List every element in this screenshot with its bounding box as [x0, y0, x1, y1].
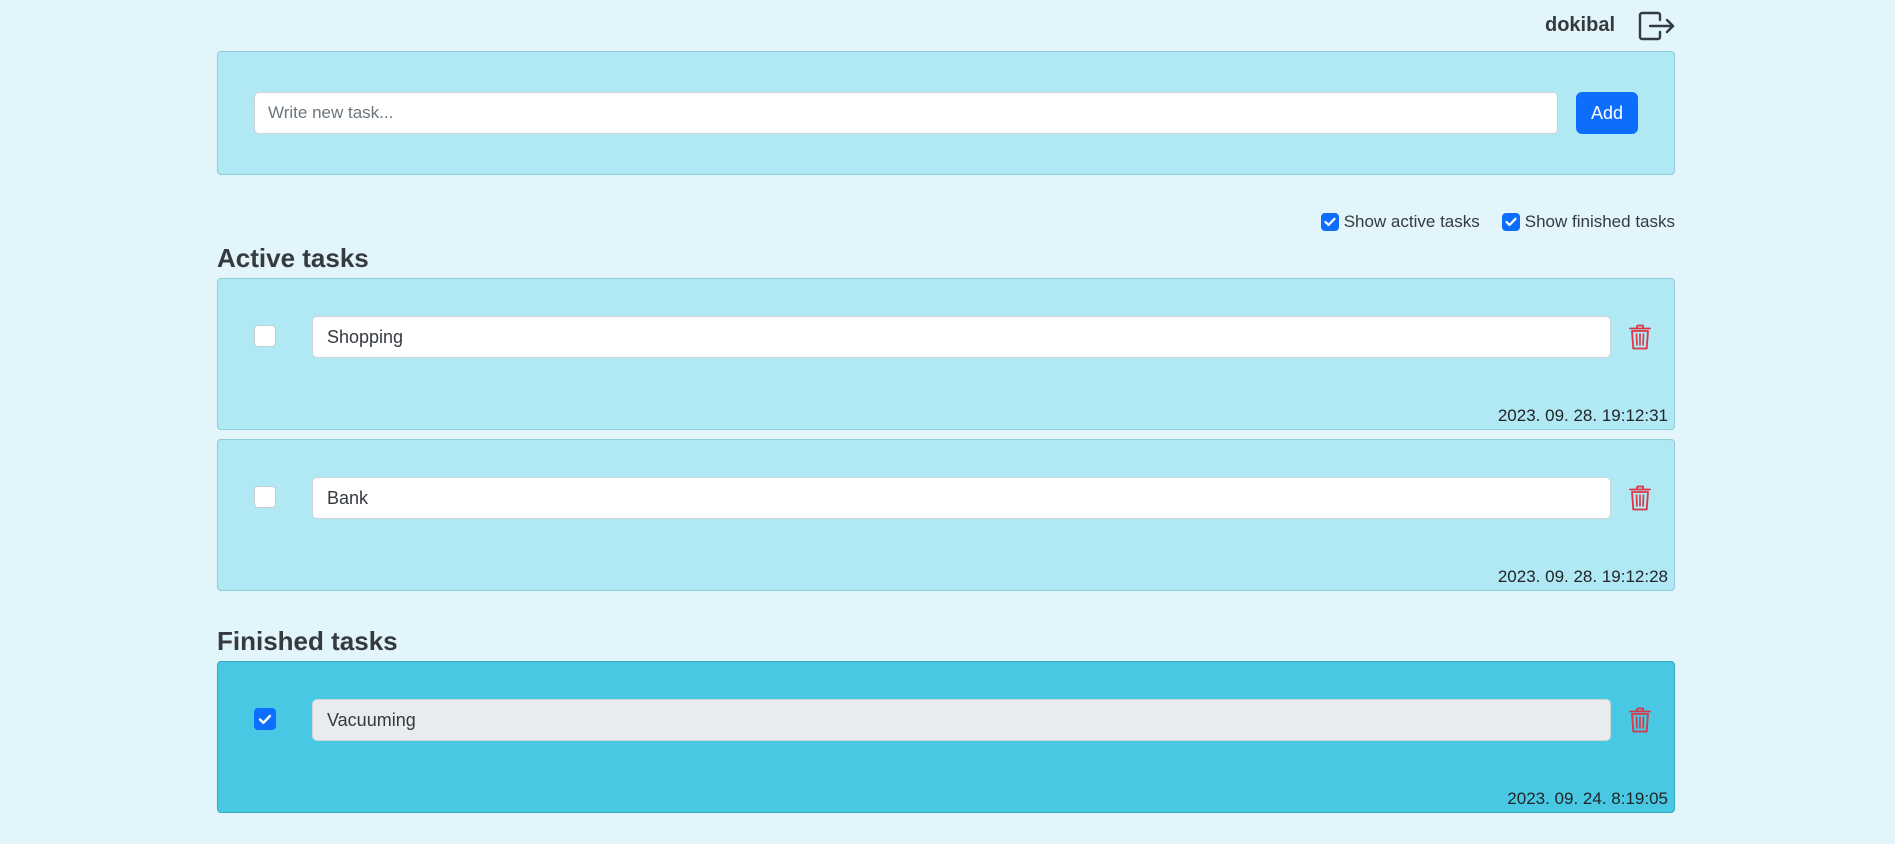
show-finished-checkbox[interactable]: [1501, 213, 1520, 231]
username: dokibal: [1544, 14, 1615, 36]
logout-icon: [1638, 11, 1675, 40]
task-timestamp: 2023. 09. 28. 19:12:28: [1497, 567, 1668, 586]
task-done-checkbox[interactable]: [254, 325, 276, 347]
show-active-label: Show active tasks: [1343, 212, 1480, 231]
new-task-input[interactable]: [254, 92, 1558, 134]
task-timestamp: 2023. 09. 28. 19:12:31: [1497, 406, 1668, 425]
check-icon: [258, 714, 272, 724]
show-active-filter[interactable]: Show active tasks: [1320, 212, 1480, 232]
add-button[interactable]: Add: [1576, 92, 1638, 134]
task-text-input[interactable]: [312, 316, 1611, 358]
show-active-checkbox[interactable]: [1320, 213, 1339, 231]
task-card: 2023. 09. 28. 19:12:31: [217, 278, 1675, 430]
delete-task-button[interactable]: [1626, 322, 1654, 352]
app-container: dokibal Add Show active tasks Show finis…: [217, 0, 1675, 822]
top-bar: dokibal: [217, 0, 1675, 51]
finished-tasks-title: Finished tasks: [217, 626, 398, 656]
check-icon: [1505, 217, 1517, 227]
filter-bar: Show active tasks Show finished tasks: [217, 210, 1675, 234]
trash-icon: [1629, 707, 1651, 733]
task-done-checkbox[interactable]: [254, 486, 276, 508]
delete-task-button[interactable]: [1626, 705, 1654, 735]
task-text-input: [312, 699, 1611, 741]
active-tasks-title: Active tasks: [217, 243, 369, 273]
task-card: 2023. 09. 28. 19:12:28: [217, 439, 1675, 591]
show-finished-filter[interactable]: Show finished tasks: [1501, 212, 1675, 232]
show-finished-label: Show finished tasks: [1524, 212, 1675, 231]
task-text-input[interactable]: [312, 477, 1611, 519]
trash-icon: [1629, 485, 1651, 511]
new-task-card: Add: [217, 51, 1675, 175]
trash-icon: [1629, 324, 1651, 350]
logout-button[interactable]: [1637, 9, 1677, 43]
task-done-checkbox[interactable]: [254, 708, 276, 730]
delete-task-button[interactable]: [1626, 483, 1654, 513]
check-icon: [1324, 217, 1336, 227]
task-card: 2023. 09. 24. 8:19:05: [217, 661, 1675, 813]
task-timestamp: 2023. 09. 24. 8:19:05: [1507, 789, 1668, 808]
